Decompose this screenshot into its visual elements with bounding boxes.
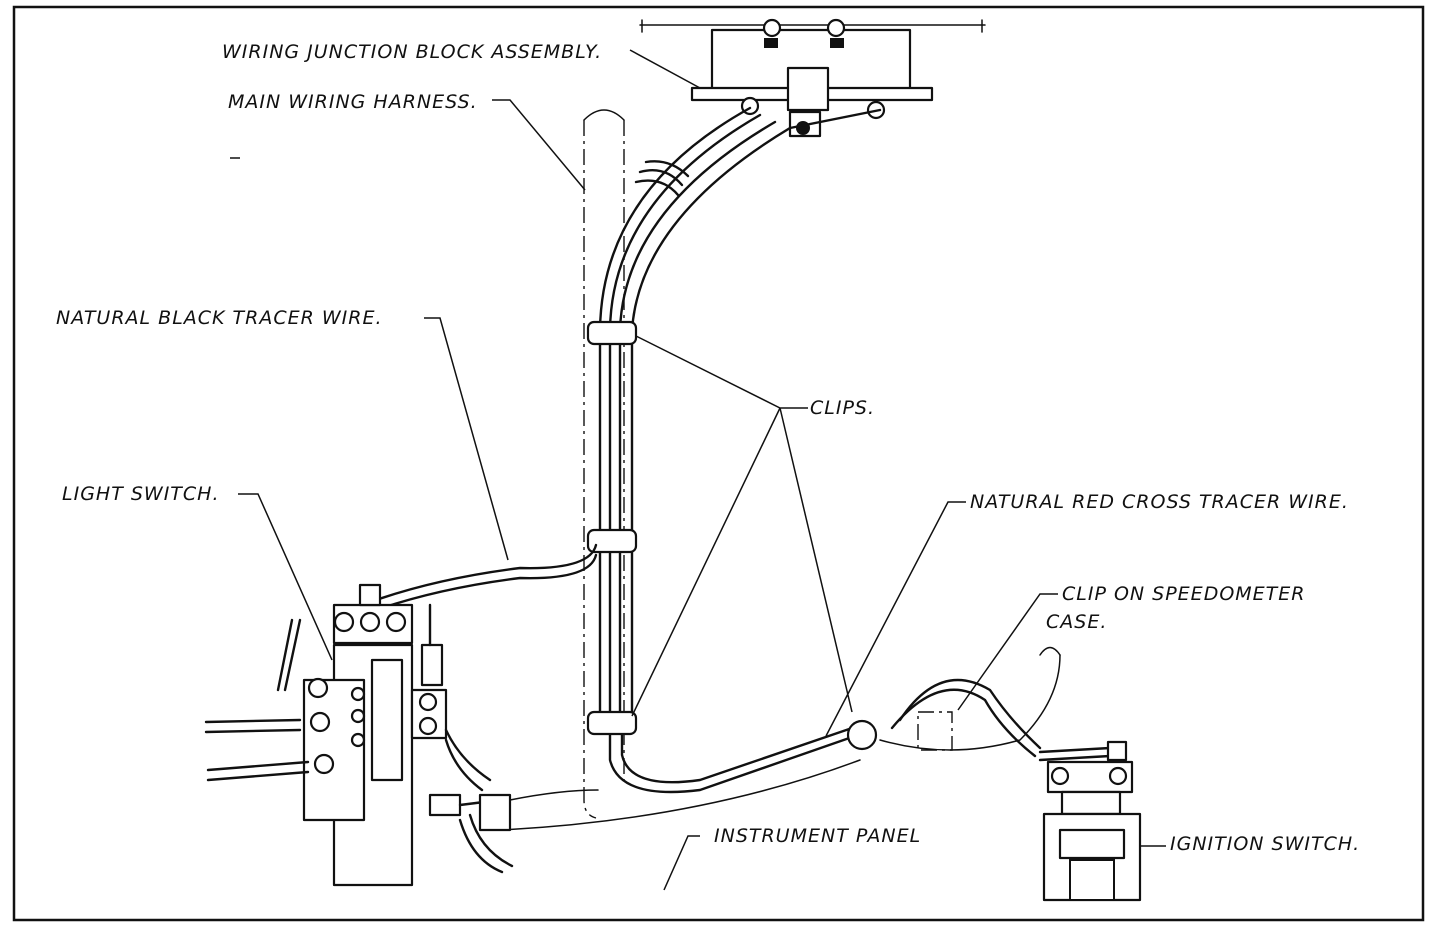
label-clips: CLIPS. [810, 397, 875, 419]
leader-lines [230, 49, 1166, 891]
clip-middle [586, 528, 638, 554]
label-black-tracer: NATURAL BLACK TRACER WIRE. [56, 307, 383, 329]
junction-block-assembly [639, 18, 986, 138]
black-tracer-wire [374, 543, 598, 602]
label-light-switch: LIGHT SWITCH. [62, 483, 220, 505]
label-red-cross-tracer: NATURAL RED CROSS TRACER WIRE. [970, 491, 1349, 513]
ignition-switch [1042, 760, 1142, 902]
main-wiring-harness [499, 106, 882, 831]
clip-upper [586, 320, 638, 346]
diagram-frame [12, 5, 1425, 922]
light-switch [204, 583, 514, 887]
label-clip-speedometer-1: CLIP ON SPEEDOMETER [1062, 583, 1305, 605]
label-ignition-switch: IGNITION SWITCH. [1170, 833, 1360, 855]
black-tracer-wire-lower [374, 553, 598, 612]
label-main-harness: MAIN WIRING HARNESS. [228, 91, 478, 113]
label-instrument-panel: INSTRUMENT PANEL [714, 825, 921, 847]
label-junction-block: WIRING JUNCTION BLOCK ASSEMBLY. [222, 41, 602, 63]
clip-lower [586, 710, 638, 736]
clip-speedometer-wire [846, 719, 878, 751]
speedometer-case [879, 646, 1128, 762]
harness-clips [586, 320, 878, 751]
label-clip-speedometer-2: CASE. [1046, 611, 1107, 633]
